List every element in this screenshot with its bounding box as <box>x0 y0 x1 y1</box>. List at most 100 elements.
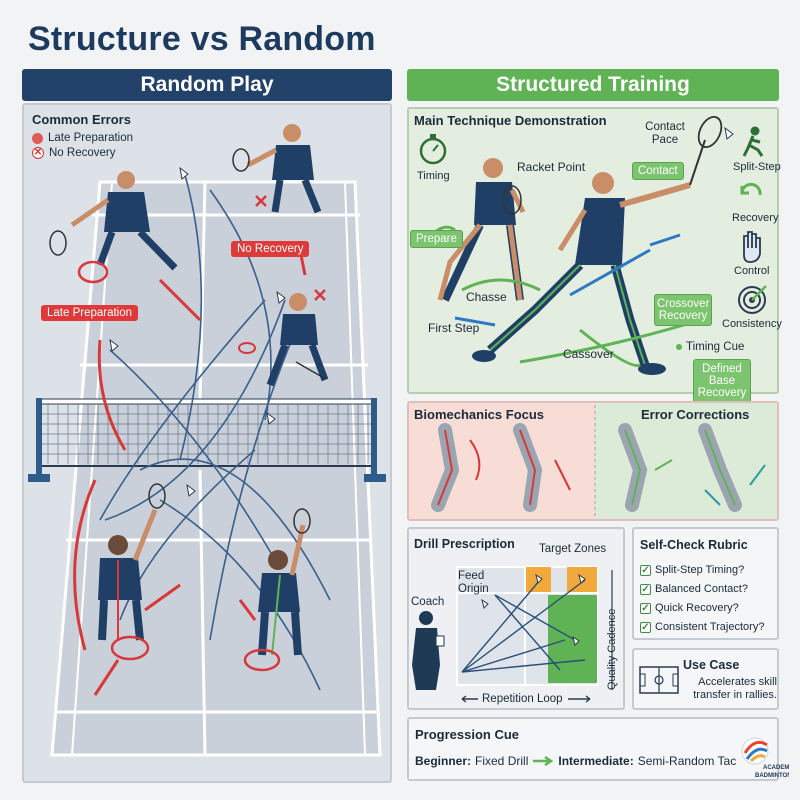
shuttlecock <box>266 411 276 425</box>
side-icon-label-recovery: Recovery <box>732 212 779 224</box>
shuttlecock <box>276 290 286 304</box>
split-step-runner-icon <box>742 126 764 157</box>
progression-cue-panel <box>407 717 779 781</box>
leg-figure-bio-2 <box>513 423 571 512</box>
shuttlecock <box>109 338 119 352</box>
use-case-panel <box>632 648 779 710</box>
svg-text:BADMINTON: BADMINTON <box>755 773 789 779</box>
svg-text:ACADEMY: ACADEMY <box>763 765 789 771</box>
checkbox-checked-icon: ✓ <box>640 621 651 633</box>
self-check-rubric-panel <box>632 527 779 640</box>
coach-figure <box>412 611 445 690</box>
intermediate-label: Intermediate: <box>558 754 634 768</box>
contact-tag: Contact <box>632 162 684 180</box>
no-recovery-tag: No Recovery <box>231 241 310 257</box>
demo-shuttlecock <box>724 126 734 140</box>
no-recovery-x-icon <box>255 195 326 301</box>
rubric-heading: Self-Check Rubric <box>640 538 748 552</box>
error-corrections-heading: Error Corrections <box>641 407 750 422</box>
common-errors-heading: Common Errors <box>32 112 131 127</box>
leg-figure-bio-1 <box>431 423 481 512</box>
rubric-item-label: Balanced Contact? <box>655 583 748 595</box>
rubric-item-label: Consistent Trajectory? <box>655 621 765 633</box>
shuttlecock-group <box>109 166 286 497</box>
structured-training-banner: Structured Training <box>407 69 779 101</box>
contact-pace-label: Contact Pace <box>645 121 685 146</box>
checkbox-checked-icon: ✓ <box>640 564 651 576</box>
feed-origin-label: Feed Origin <box>458 570 489 595</box>
net <box>28 398 386 482</box>
technique-demo-heading: Main Technique Demonstration <box>414 113 607 128</box>
timing-stopwatch-icon <box>419 134 447 165</box>
legend-label: Late Preparation <box>48 132 134 144</box>
progression-arrow-icon <box>533 756 554 766</box>
intermediate-value: Semi-Random Tac <box>637 754 737 768</box>
legend-item-late-preparation: Late Preparation <box>32 132 133 144</box>
rubric-item-label: Split-Step Timing? <box>655 564 745 576</box>
crossover-recovery-tag: Crossover Recovery <box>654 294 712 326</box>
biomechanics-heading: Biomechanics Focus <box>414 407 545 422</box>
use-case-text: Accelerates skill transfer in rallies. <box>693 676 777 701</box>
player-bottom-left <box>98 483 166 661</box>
use-case-heading: Use Case <box>683 658 740 672</box>
red-dot-icon <box>32 132 43 144</box>
drill-heading: Drill Prescription <box>414 537 515 551</box>
rubric-item: ✓ Split-Step Timing? <box>640 564 744 576</box>
rubric-item-label: Quick Recovery? <box>655 602 739 614</box>
consistency-target-icon <box>738 285 767 314</box>
court-center-line-bottom <box>198 469 207 756</box>
racket-point-label: Racket Point <box>517 160 586 174</box>
error-corrections-panel <box>595 403 777 519</box>
demo-player-prepare <box>437 158 526 302</box>
court-side-line-right <box>344 181 366 756</box>
random-play-banner: Random Play <box>22 69 392 101</box>
first-step-label: First Step <box>428 321 480 335</box>
drill-feed-arrows <box>461 579 586 673</box>
checkbox-checked-icon: ✓ <box>640 583 651 595</box>
leg-figure-corr-2 <box>698 423 766 512</box>
control-hand-icon <box>743 231 761 263</box>
red-x-icon: ✕ <box>32 147 44 159</box>
repetition-loop-arrows <box>461 695 591 703</box>
checkbox-checked-icon: ✓ <box>640 602 651 614</box>
legend-item-no-recovery: ✕ No Recovery <box>32 147 133 159</box>
progression-row: Beginner: Fixed Drill Intermediate: Semi… <box>415 754 736 768</box>
side-icon-label-consistency: Consistency <box>722 318 782 330</box>
defined-base-recovery-tag: Defined Base Recovery <box>693 359 751 403</box>
coach-label: Coach <box>411 596 445 608</box>
page-title: Structure vs Random <box>28 20 376 58</box>
shuttlecock <box>186 483 196 497</box>
player-top-left <box>49 171 178 284</box>
late-preparation-tag: Late Preparation <box>41 305 139 321</box>
player-top-right <box>232 124 322 214</box>
chasse-label: Chasse <box>466 290 507 304</box>
random-shot-arrows <box>99 174 331 691</box>
player-bottom-right <box>243 508 311 672</box>
drill-shuttlecocks <box>481 573 586 646</box>
player-mid-right <box>238 293 329 387</box>
target-zones-label: Target Zones <box>539 543 607 555</box>
timing-label: Timing <box>417 170 450 182</box>
beginner-label: Beginner: <box>415 754 472 768</box>
progression-heading: Progression Cue <box>415 727 520 742</box>
academy-badminton-logo: ACADEMY BADMINTON <box>741 737 789 779</box>
timing-cue-label: Timing Cue <box>686 341 745 353</box>
repetition-loop-label: Repetition Loop <box>482 693 563 705</box>
timing-cue-dot-icon <box>676 344 682 350</box>
legend-label: No Recovery <box>49 147 116 159</box>
recovery-arrows-icon <box>740 182 762 196</box>
prepare-tag: Prepare <box>410 230 463 248</box>
rubric-item: ✓ Quick Recovery? <box>640 602 739 614</box>
common-errors-legend: Common Errors Late Preparation ✕ No Reco… <box>32 112 133 162</box>
side-icon-label-split-step: Split-Step <box>733 161 781 173</box>
rubric-item: ✓ Consistent Trajectory? <box>640 621 764 633</box>
demo-player-lunge <box>472 115 723 375</box>
cassover-label: Cassover <box>563 347 614 361</box>
side-icon-label-control: Control <box>734 265 770 277</box>
